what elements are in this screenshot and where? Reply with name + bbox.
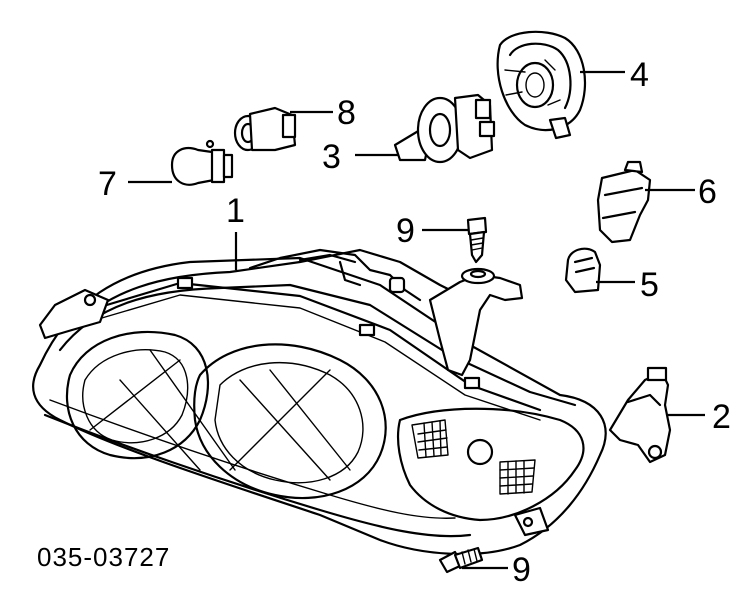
headlight-bulb-3: [393, 93, 496, 164]
callout-6: 6: [698, 173, 717, 211]
hatch-patch-left: [411, 419, 449, 459]
callout-7: 7: [98, 165, 117, 203]
screw-9-bottom: [438, 546, 484, 574]
callout-9-top: 9: [396, 212, 415, 250]
callout-2: 2: [712, 398, 731, 436]
callout-5: 5: [640, 266, 659, 304]
hatch-patch-right: [499, 459, 536, 495]
headlamp-assembly: [32, 248, 607, 556]
callout-labels: 1 2 3 4 5 6 7 8 9 9: [98, 56, 731, 589]
callout-3: 3: [322, 138, 341, 176]
socket-6: [596, 160, 652, 244]
parking-bulb-7: [170, 139, 234, 186]
connector-2: [608, 366, 672, 464]
dust-cover-4: [496, 30, 587, 140]
callout-4: 4: [630, 56, 649, 94]
callout-1: 1: [226, 192, 245, 230]
leader-lines: [128, 70, 705, 570]
callout-8: 8: [337, 94, 356, 132]
screw-9-top: [466, 216, 488, 264]
side-bulb-5: [564, 247, 602, 294]
callout-9-bottom: 9: [512, 551, 531, 589]
diagram-code: 035-03727: [37, 542, 170, 572]
socket-8: [233, 106, 297, 152]
